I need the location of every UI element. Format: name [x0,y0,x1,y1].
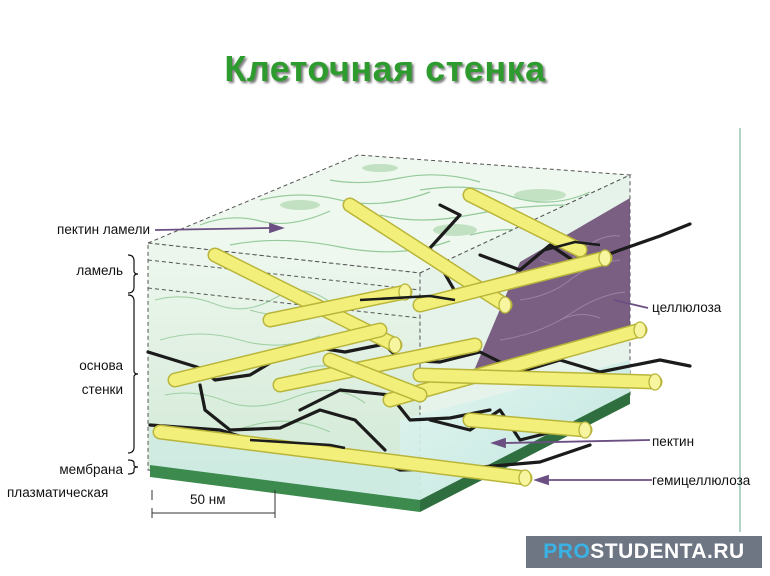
label-wall-matrix-1: основа [79,358,123,373]
label-pectin: пектин [652,434,695,449]
cellulose-fibrils [152,187,663,487]
brand-rest: STUDENTA.RU [590,540,745,563]
top-face-patches [280,164,566,236]
label-lamella: ламель [76,263,123,278]
aqua-front [150,430,420,505]
label-brackets [127,254,139,475]
label-membrane-2: плазматическая [7,485,109,500]
pointer-lines [154,222,652,486]
label-cellulose: целлюлоза [652,300,722,315]
label-hemicellulose: гемицеллюлоза [652,473,751,488]
label-wall-matrix-2: стенки [81,382,123,397]
brand-accent: PRO [543,540,591,563]
label-pectin-lamella: пектин ламели [57,222,150,237]
scale-bar [151,490,276,518]
label-membrane-1: мембрана [59,462,123,477]
page-title: Клеточная стенка [224,48,546,89]
pectin-strands [249,240,601,450]
plasma-membrane-front [150,465,420,512]
label-scale: 50 нм [190,492,226,507]
brand-badge[interactable]: PROSTUDENTA.RU [526,536,762,568]
layer-dividers [147,259,421,319]
